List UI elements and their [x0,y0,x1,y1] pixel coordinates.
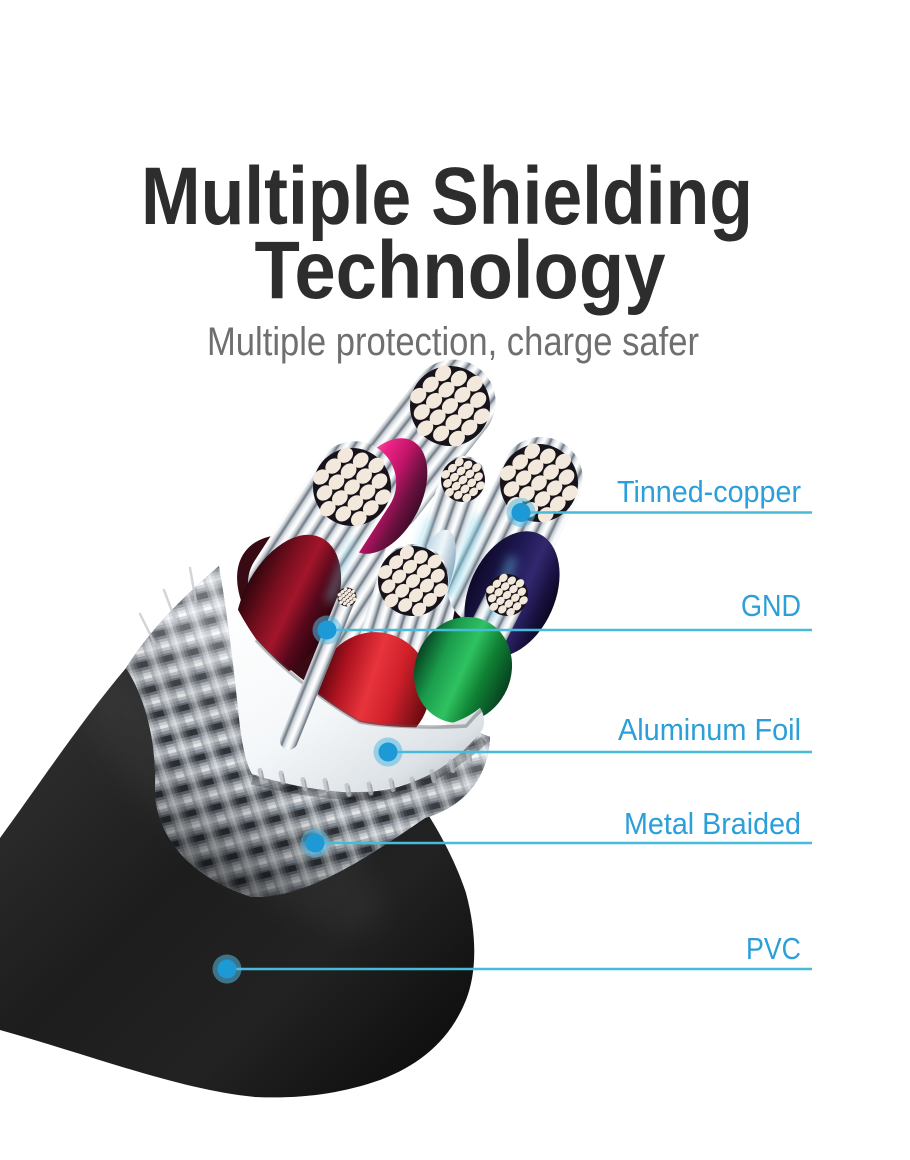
svg-text:Multiple Shielding: Multiple Shielding [141,151,753,242]
svg-text:PVC: PVC [746,931,801,966]
svg-text:Metal Braided: Metal Braided [624,806,801,841]
svg-text:Aluminum Foil: Aluminum Foil [618,712,801,747]
svg-text:Technology: Technology [255,225,666,316]
svg-text:Tinned-copper: Tinned-copper [617,474,801,509]
svg-text:GND: GND [741,588,801,623]
svg-text:Multiple protection, charge sa: Multiple protection, charge safer [207,320,699,364]
